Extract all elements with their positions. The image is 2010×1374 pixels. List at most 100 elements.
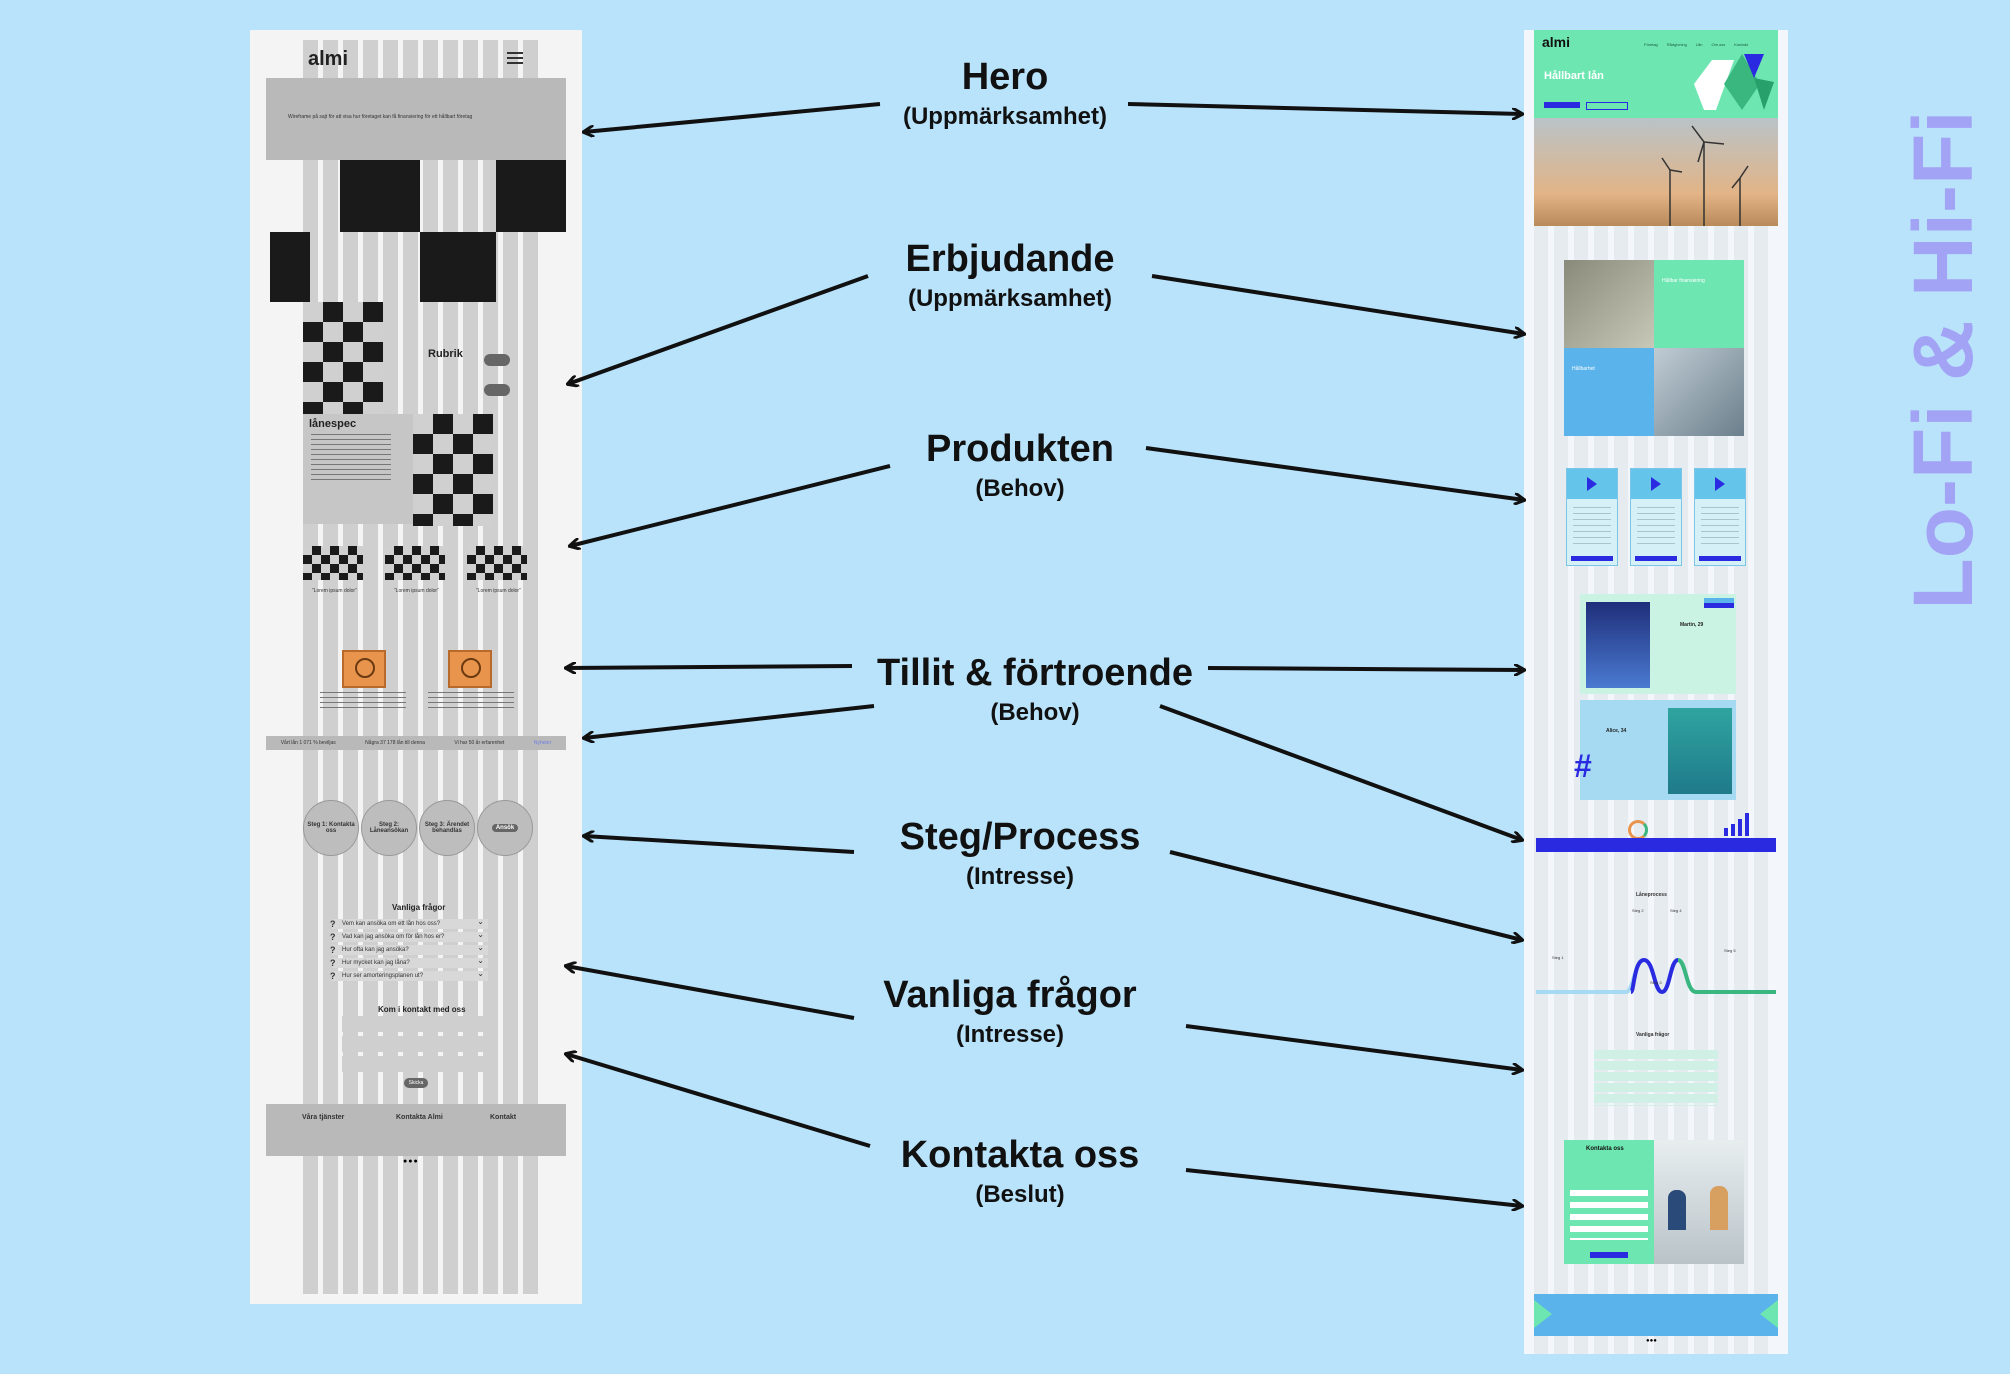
section-subtitle: (Beslut) [975, 1181, 1065, 1208]
lofi-button[interactable] [484, 384, 510, 396]
section-label-hero: Hero (Uppmärksamhet) [880, 56, 1130, 131]
almi-shape-icon [1694, 54, 1774, 110]
grid-column [1754, 30, 1768, 1354]
testimonial-name: Alice, 34 [1606, 728, 1627, 734]
section-subtitle: (Behov) [975, 475, 1065, 502]
section-label-produkten: Produkten (Behov) [870, 428, 1170, 503]
image-placeholder [420, 232, 496, 302]
social-icons[interactable]: ●●● [403, 1158, 419, 1165]
lanespec-title: lånespec [309, 418, 357, 430]
contact-fields[interactable] [1570, 1190, 1648, 1240]
hifi-footer [1534, 1294, 1778, 1336]
person-figure [1710, 1186, 1728, 1230]
section-label-tillit: Tillit & förtroende (Behov) [850, 652, 1220, 727]
footer-heading: Kontakta Almi [396, 1114, 443, 1121]
hifi-stat-bar [1536, 838, 1776, 852]
faq-row[interactable]: Hur mycket kan jag låna? [330, 958, 488, 968]
offer-label: Hållbar finansiering [1662, 278, 1705, 284]
hifi-faq-list[interactable] [1594, 1050, 1718, 1106]
decor-shape-icon [1760, 1300, 1778, 1328]
hifi-nav: Företag Rådgivning Lån Om oss Kontakt [1644, 42, 1748, 47]
nav-item[interactable]: Rådgivning [1666, 42, 1687, 47]
send-button[interactable]: Skicka [404, 1078, 428, 1088]
hifi-logo: almi [1542, 34, 1571, 50]
avatar-icon [342, 650, 386, 688]
process-step: Steg 3 [1650, 980, 1662, 985]
vertical-title: Lo-Fi & Hi-Fi [1896, 110, 1990, 609]
card-button[interactable] [1699, 556, 1741, 561]
contact-title: Kontakta oss [1586, 1146, 1624, 1152]
card-button[interactable] [1571, 556, 1613, 561]
section-subtitle: (Intresse) [965, 863, 1075, 890]
play-icon [1567, 469, 1617, 499]
testimonial-card: Alice, 34 # [1574, 700, 1736, 800]
badge [1704, 598, 1734, 608]
arrow-left [566, 666, 853, 668]
nav-item[interactable]: Om oss [1711, 42, 1726, 47]
step-circle: Ansök [477, 800, 533, 856]
lofi-hero: Wireframe på sajt för att visa hur föret… [266, 78, 566, 160]
vertical-title-text: Lo-Fi & Hi-Fi [1896, 110, 1990, 609]
avatar-icon [448, 650, 492, 688]
section-title: Produkten [926, 428, 1114, 470]
section-title: Kontakta oss [900, 1134, 1140, 1176]
wind-turbine-photo [1534, 118, 1778, 226]
faq-row[interactable]: Vad kan jag ansöka om för lån hos er? [330, 932, 488, 942]
section-label-fragor: Vanliga frågor (Intresse) [860, 974, 1160, 1049]
faq-row[interactable]: Vem kan ansöka om ett lån hos oss? [330, 919, 488, 929]
section-label-erbjudande: Erbjudande (Uppmärksamhet) [860, 238, 1160, 313]
arrow-right [1207, 668, 1524, 670]
wind-turbine-icon [1661, 125, 1749, 226]
hero-button[interactable] [1586, 102, 1628, 110]
arrow-right [1159, 704, 1522, 840]
contact-submit-button[interactable] [1590, 1252, 1628, 1258]
section-subtitle: (Uppmärksamhet) [902, 103, 1108, 130]
hero-button[interactable] [1544, 102, 1580, 108]
nav-item[interactable]: Lån [1695, 42, 1703, 47]
lofi-quote: ”Lorem ipsum dolor” [312, 588, 357, 594]
stat-item[interactable]: Nyheter [533, 740, 552, 746]
card-text [1573, 507, 1611, 547]
arrow-left [566, 1054, 871, 1148]
contact-field[interactable] [342, 1056, 490, 1072]
image-placeholder [385, 546, 445, 580]
hamburger-icon[interactable] [507, 49, 523, 67]
lofi-lanespec: lånespec [303, 414, 413, 524]
social-icons[interactable]: ●●● [1646, 1338, 1657, 1344]
image-placeholder [496, 160, 566, 232]
image-placeholder [270, 232, 310, 302]
footer-heading: Kontakt [490, 1114, 517, 1121]
footer-heading: Våra tjänster [302, 1114, 345, 1121]
section-title: Tillit & förtroende [877, 652, 1193, 694]
product-card[interactable] [1630, 468, 1682, 566]
grid-column [1534, 30, 1548, 1354]
section-title: Hero [961, 56, 1049, 98]
product-card[interactable] [1566, 468, 1618, 566]
lofi-quote: ”Lorem ipsum dolor” [476, 588, 521, 594]
product-card[interactable] [1694, 468, 1746, 566]
person-figure [1668, 1190, 1686, 1230]
nav-item[interactable]: Kontakt [1734, 42, 1748, 47]
offer-panel: Hållbar finansiering [1654, 260, 1744, 348]
process-step: Steg 5 [1724, 948, 1736, 953]
process-step: Steg 1 [1552, 955, 1564, 960]
card-button[interactable] [1635, 556, 1677, 561]
lofi-button[interactable] [484, 354, 510, 366]
plant-jar-photo [1564, 260, 1654, 348]
nav-item[interactable]: Företag [1644, 42, 1658, 47]
stat-item: Vårt lån 1 071 % beviljas [280, 740, 336, 746]
contact-field[interactable] [342, 1036, 490, 1052]
faq-row[interactable]: Hur ofta kan jag ansöka? [330, 945, 488, 955]
decor-shape-icon [1534, 1300, 1552, 1328]
apply-button[interactable]: Ansök [491, 824, 519, 832]
section-subtitle: (Behov) [990, 699, 1080, 726]
arrow-right [1169, 850, 1522, 940]
image-placeholder [303, 302, 383, 414]
lofi-rubrik: Rubrik [428, 348, 463, 360]
process-step: Steg 4 [1670, 908, 1682, 913]
lofi-hero-text: Wireframe på sajt för att visa hur föret… [288, 114, 473, 120]
contact-field[interactable] [342, 1016, 490, 1032]
faq-row[interactable]: Hur ser amorteringsplanen ut? [330, 971, 488, 981]
lofi-quote: ”Lorem ipsum dolor” [394, 588, 439, 594]
arrow-right [1185, 1024, 1522, 1070]
